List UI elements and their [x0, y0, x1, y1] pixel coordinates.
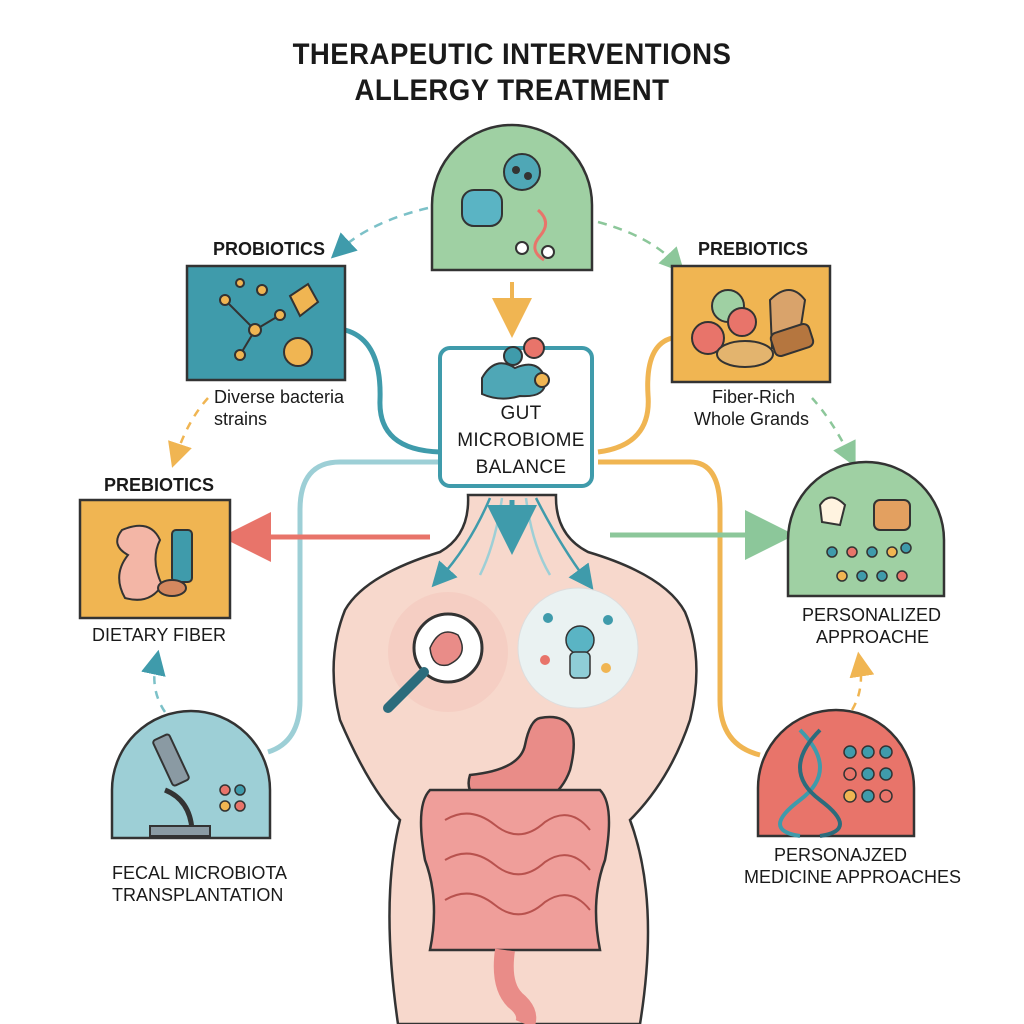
prebiotics-right-caption-1: Fiber-Rich [712, 387, 796, 407]
connectors [141, 206, 875, 758]
top-microbe-node [430, 123, 594, 272]
center-line-1: GUT [500, 403, 542, 424]
dashed-arrow-fmt-to-prebiotics [141, 649, 167, 713]
curve-center-to-medicine [598, 459, 761, 758]
fmt-dome [110, 709, 272, 840]
prebiotics-dietary-box [78, 498, 232, 620]
personalized-approach-caption-2: APPROACHE [816, 627, 930, 647]
probiotics-caption-2: strains [214, 409, 268, 429]
page-title-line-2: ALLERGY TREATMENT [354, 74, 670, 107]
fmt-caption-1: FECAL MICROBIOTA [112, 863, 288, 883]
probiotics-caption-1: Diverse bacteria [214, 387, 345, 407]
center-label: GUT MICROBIOME BALANCE [444, 400, 598, 481]
human-torso [332, 493, 698, 1024]
prebiotics-right-heading: PREBIOTICS [698, 239, 809, 259]
prebiotics-left-caption: DIETARY FIBER [92, 625, 227, 645]
dashed-arrow-to-probiotics [330, 206, 429, 259]
curve-prebiotics-to-center [597, 335, 673, 455]
page-title-line-1: THERAPEUTIC INTERVENTIONS [292, 38, 732, 71]
dashed-arrow-probiotics-to-prebiotics [168, 397, 209, 468]
prebiotics-fiber-box [670, 264, 832, 384]
personalized-medicine-caption-1: PERSONAJZED [774, 845, 908, 865]
probiotics-box [185, 264, 347, 382]
personalized-approach-caption-1: PERSONALIZED [802, 605, 942, 625]
center-line-2: MICROBIOME [457, 430, 585, 451]
dashed-arrow-medicine-to-approach [849, 651, 875, 711]
center-line-3: BALANCE [475, 457, 567, 478]
dashed-arrow-to-prebiotics [597, 220, 685, 274]
prebiotics-right-caption-2: Whole Grands [694, 409, 810, 429]
dashed-arrow-prebiotics-to-approach [811, 397, 856, 468]
curve-probiotics-to-center [344, 327, 441, 455]
personalized-approach-dome [786, 460, 946, 598]
prebiotics-left-heading: PREBIOTICS [104, 475, 215, 495]
probiotics-heading: PROBIOTICS [213, 239, 326, 259]
personalized-medicine-caption-2: MEDICINE APPROACHES [744, 867, 962, 887]
personalized-medicine-dome [756, 708, 916, 838]
center-gut-microbiome-box [438, 337, 594, 488]
curve-center-to-fmt [267, 459, 440, 755]
fmt-caption-2: TRANSPLANTATION [112, 885, 284, 905]
